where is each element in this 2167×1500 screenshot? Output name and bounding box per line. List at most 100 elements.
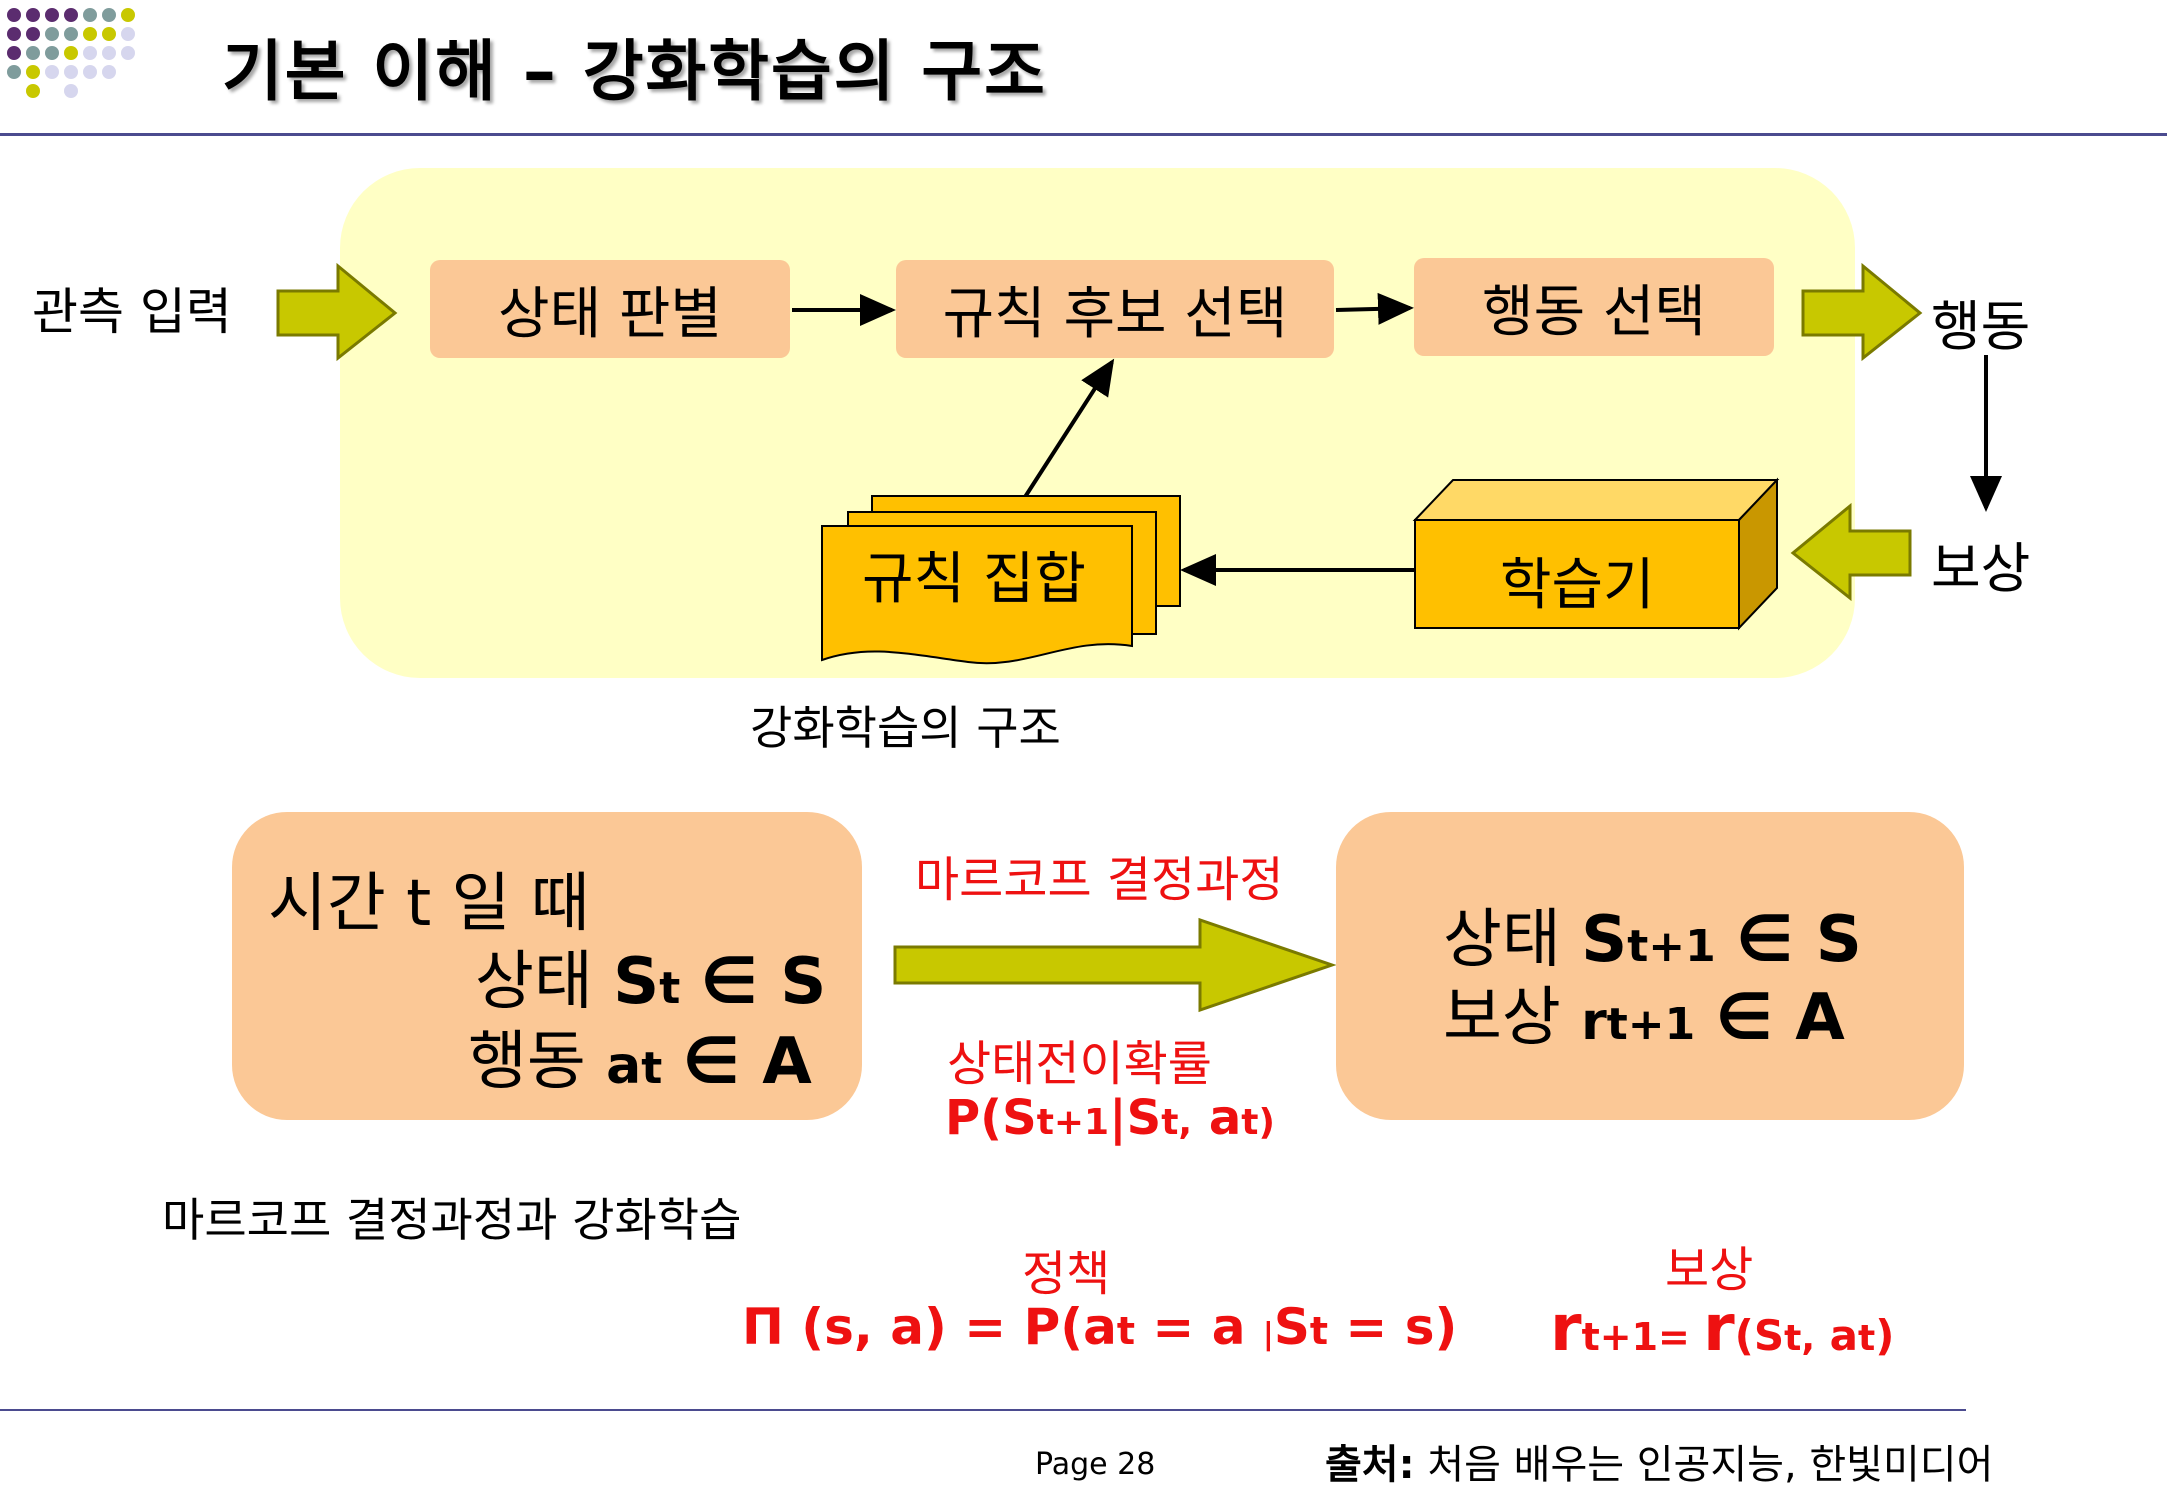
action-var: a [606, 1036, 642, 1096]
prob-part-a: P(S [945, 1090, 1037, 1146]
reward-sub: t+1 [1606, 999, 1696, 1050]
policy-part-a: Π (s, a) = P(a [742, 1298, 1117, 1356]
input-arrow [276, 262, 398, 362]
logo-dot [26, 84, 40, 98]
logo-dot [64, 46, 78, 60]
output-arrow [1801, 262, 1923, 362]
reward-part-f: t, [1784, 1318, 1815, 1359]
reward-part-d: r [1703, 1292, 1735, 1366]
logo-dot [64, 84, 78, 98]
policy-part-b: t [1116, 1309, 1135, 1353]
source-label: 출처: [1325, 1442, 1415, 1488]
mdp-arrow-label: 마르코프 결정과정 [915, 852, 1284, 908]
state-judgment-box: 상태 판별 [430, 260, 790, 358]
reward-formula: rt+1= r(St, at) [1550, 1292, 1894, 1366]
learner-box [1412, 477, 1780, 631]
state-set: ∈ S [700, 945, 827, 1019]
logo-dot [102, 8, 116, 22]
logo-dot [83, 27, 97, 41]
next-state-sub: t+1 [1627, 921, 1716, 972]
reward-part-a: r [1550, 1292, 1582, 1366]
next-state-word: 상태 [1443, 903, 1561, 977]
logo-dot [26, 65, 40, 79]
dot-grid-logo [7, 8, 135, 98]
bottom-divider [0, 1409, 1966, 1411]
time-line: 시간 t 일 때 [268, 852, 590, 944]
action-output-label: 행동 [1931, 295, 2031, 358]
policy-formula: Π (s, a) = P(at = a |St = s) [742, 1298, 1457, 1356]
reward-input-label: 보상 [1931, 537, 2031, 600]
logo-dot [102, 46, 116, 60]
logo-dot [26, 8, 40, 22]
next-state-var: S [1581, 903, 1628, 977]
logo-dot [45, 46, 59, 60]
prob-part-h: ) [1258, 1102, 1275, 1143]
prob-part-e: t, [1161, 1102, 1193, 1143]
logo-dot [83, 8, 97, 22]
policy-part-g: = s) [1328, 1298, 1458, 1356]
action-sub: t [641, 1043, 663, 1094]
prob-part-b: t+1 [1036, 1102, 1110, 1143]
transition-formula: P(St+1|St, at) [945, 1090, 1275, 1146]
prob-part-c: | [1109, 1090, 1127, 1146]
action-word: 행동 [468, 1025, 586, 1099]
policy-part-e: S [1273, 1298, 1310, 1356]
rule-candidate-box: 규칙 후보 선택 [896, 260, 1334, 358]
reward-part-e: (S [1734, 1311, 1785, 1360]
logo-dot [64, 27, 78, 41]
diagram-caption: 강화학습의 구조 [750, 701, 1061, 755]
policy-part-c: = a [1134, 1298, 1263, 1356]
reward-part-b: t+1 [1581, 1315, 1659, 1359]
logo-dot [7, 46, 21, 60]
top-divider [0, 133, 2167, 136]
policy-label: 정책 [1022, 1246, 1111, 1302]
policy-part-d: | [1262, 1317, 1274, 1352]
logo-dot [26, 27, 40, 41]
logo-dot [45, 8, 59, 22]
prob-part-g: t [1241, 1102, 1259, 1143]
rule-set-stack [821, 495, 1181, 665]
logo-dot [121, 8, 135, 22]
observation-input-label: 관측 입력 [32, 283, 232, 341]
logo-dot [64, 65, 78, 79]
logo-dot [7, 27, 21, 41]
page-number: Page 28 [1035, 1447, 1156, 1482]
time-line-text: 시간 t 일 때 [268, 867, 590, 941]
transition-arrow [893, 917, 1337, 1013]
reward-line: 보상 rt+1 ∈ A [1443, 966, 1845, 1058]
logo-dot [102, 27, 116, 41]
reward-var: r [1581, 992, 1607, 1052]
reward-part-h: t [1857, 1318, 1876, 1359]
reward-word: 보상 [1443, 981, 1561, 1055]
state-var: S [613, 945, 660, 1019]
reward-part-i: ) [1875, 1311, 1895, 1360]
next-state-box [1336, 812, 1964, 1120]
rule-set-label: 규칙 집합 [862, 547, 1086, 612]
logo-dot [7, 8, 21, 22]
state-word: 상태 [475, 945, 593, 1019]
policy-part-f: t [1309, 1309, 1328, 1353]
transition-prob-label: 상태전이확률 [947, 1036, 1212, 1092]
logo-dot [83, 65, 97, 79]
prob-part-f: a [1192, 1090, 1242, 1146]
state-line: 상태 St ∈ S [475, 930, 826, 1022]
action-line: 행동 at ∈ A [468, 1010, 812, 1102]
source-text: 처음 배우는 인공지능, 한빛미디어 [1414, 1442, 1994, 1488]
page-title: 기본 이해 – 강화학습의 구조 [222, 33, 1047, 110]
logo-dot [121, 27, 135, 41]
learner-label: 학습기 [1500, 553, 1655, 618]
mdp-section-caption: 마르코프 결정과정과 강화학습 [162, 1193, 742, 1247]
logo-dot [45, 27, 59, 41]
reward-in-arrow [1790, 502, 1912, 602]
reward-part-c: = [1658, 1315, 1704, 1359]
time-state-box [232, 812, 862, 1120]
action-selection-box: 행동 선택 [1414, 258, 1774, 356]
next-state-line: 상태 St+1 ∈ S [1443, 888, 1862, 980]
state-sub: t [659, 963, 681, 1014]
logo-dot [64, 8, 78, 22]
logo-dot [102, 65, 116, 79]
logo-dot [7, 65, 21, 79]
source-citation: 출처: 처음 배우는 인공지능, 한빛미디어 [1325, 1432, 1993, 1490]
reward-part-g: a [1815, 1311, 1858, 1360]
logo-dot [83, 46, 97, 60]
